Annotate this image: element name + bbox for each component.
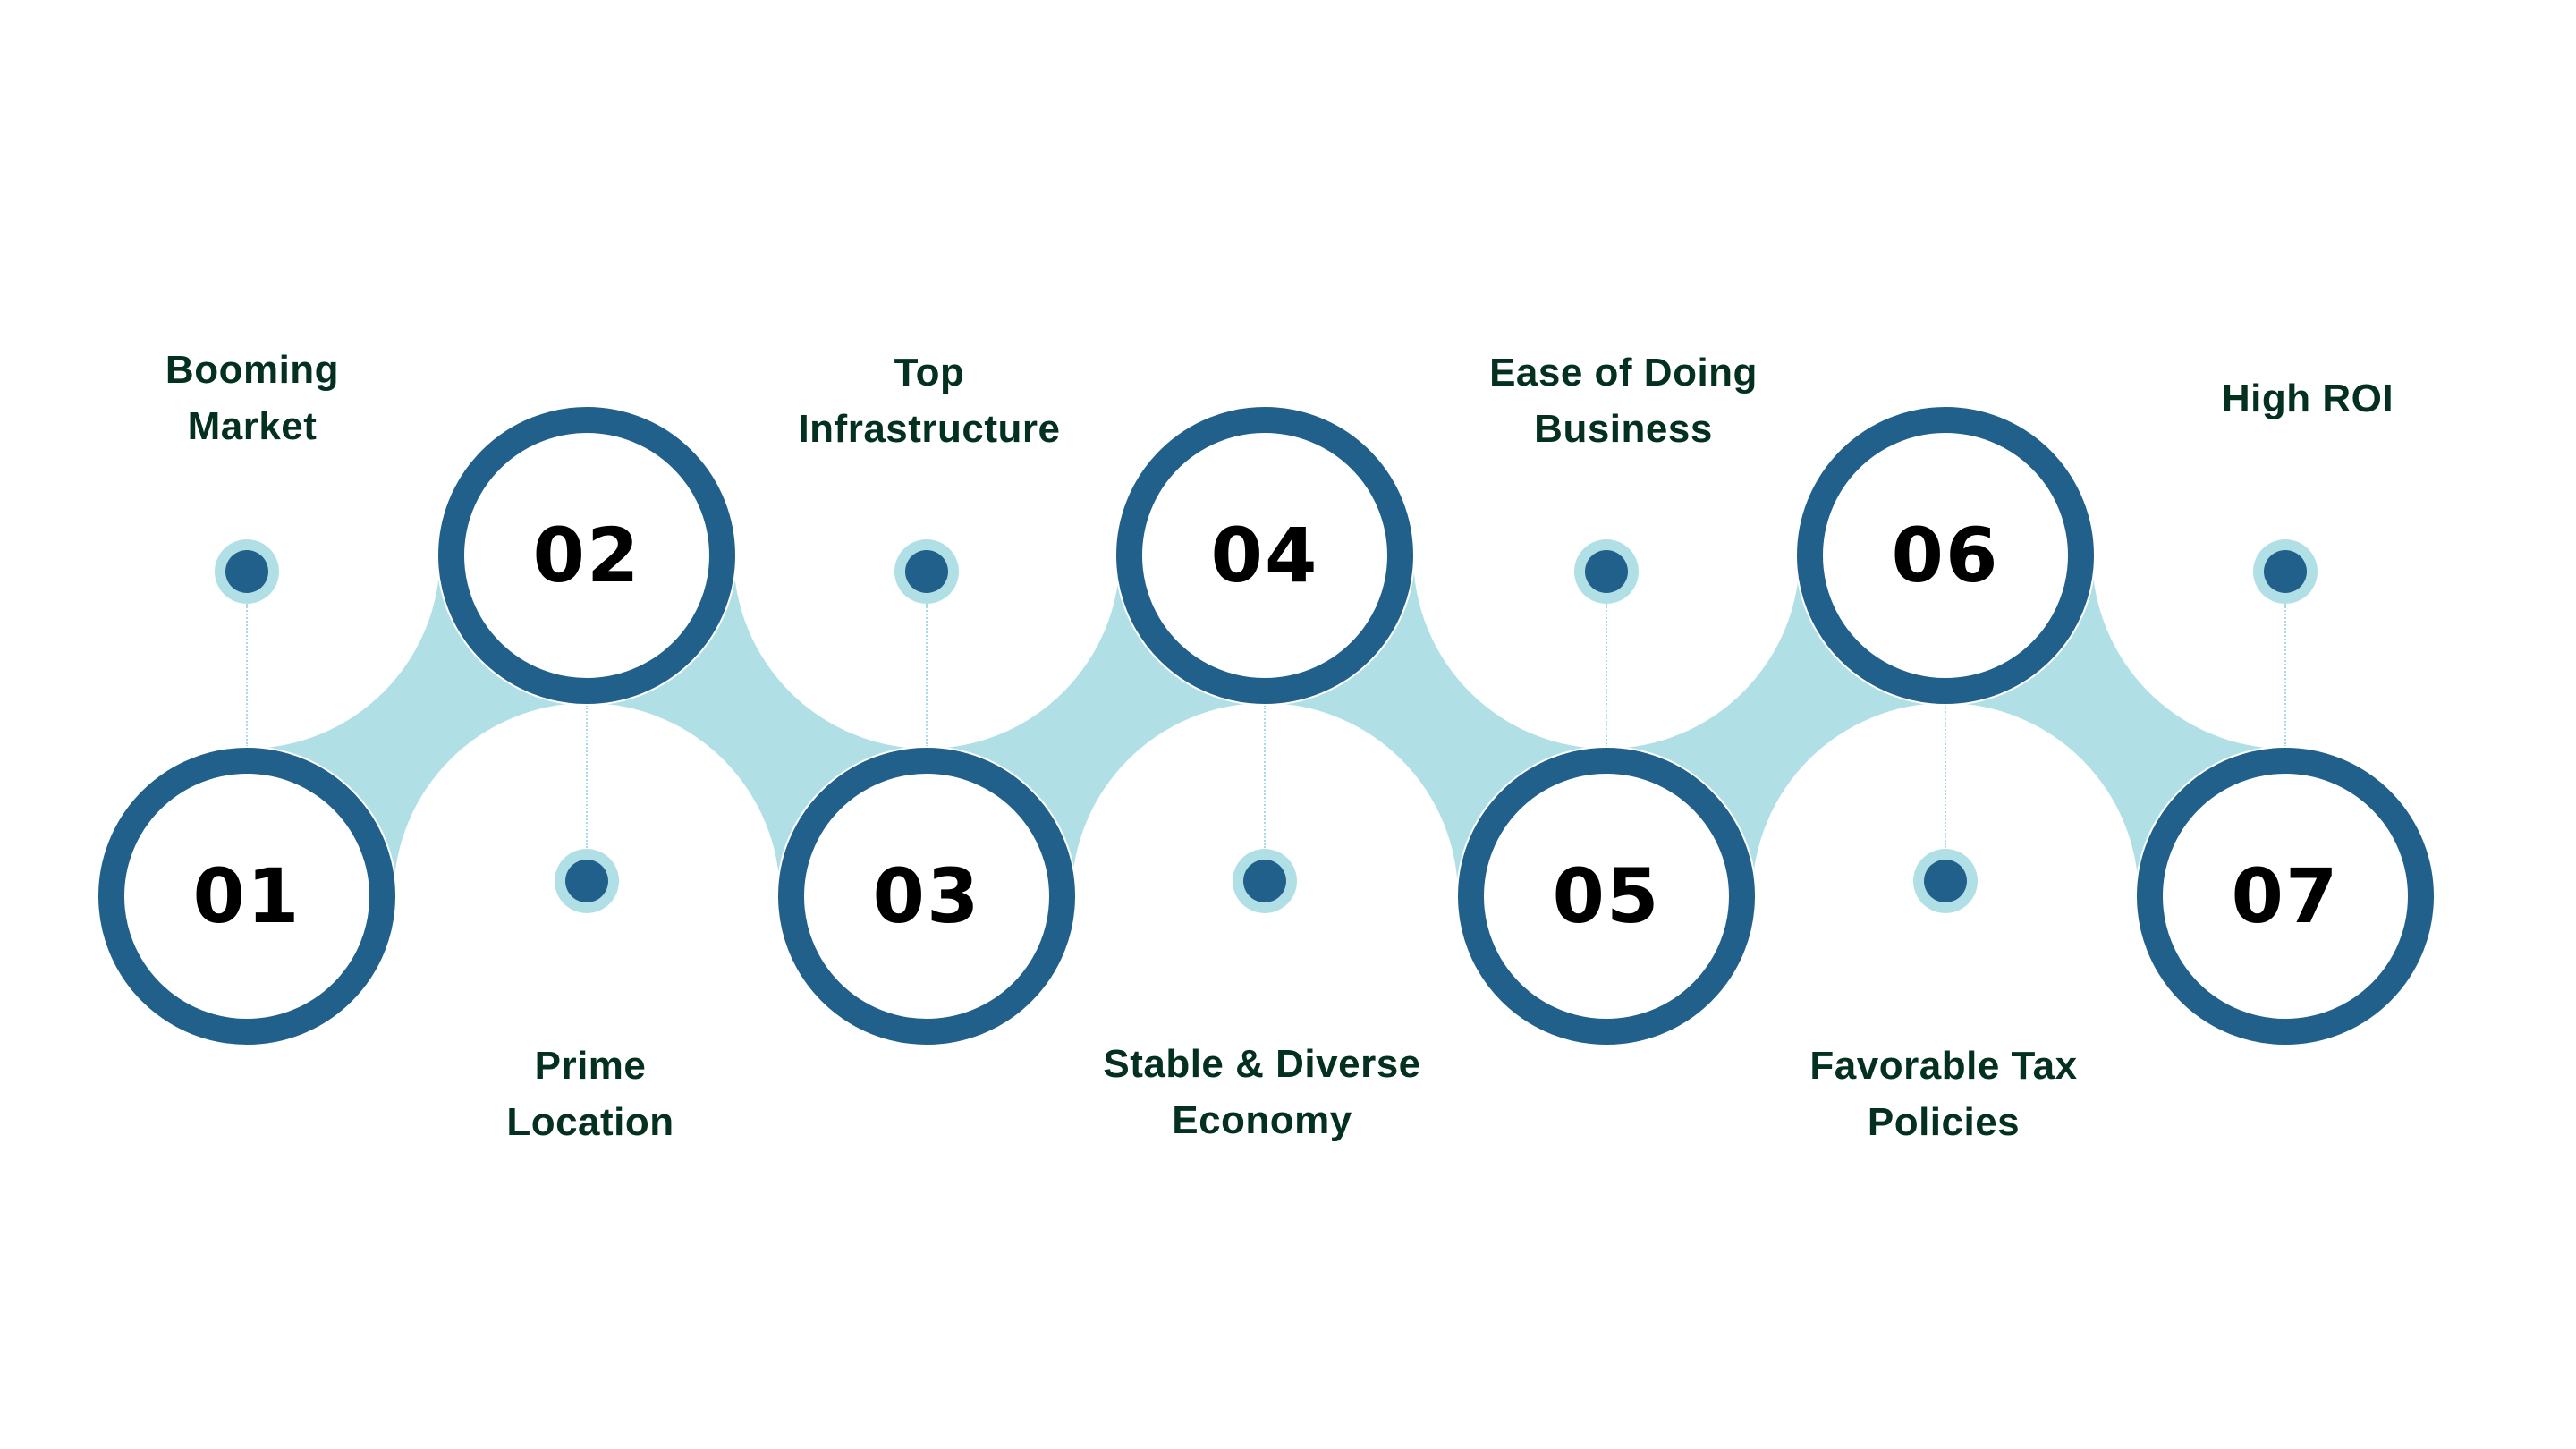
step-circle-05: 05	[1458, 748, 1755, 1045]
marker-dot-center	[1243, 860, 1286, 902]
marker-dot-05	[1574, 539, 1639, 604]
step-number: 02	[532, 512, 641, 599]
label-line: Ease of Doing	[1489, 351, 1758, 394]
step-label-01: Booming Market	[20, 342, 485, 454]
marker-dot-02	[555, 849, 619, 913]
step-number: 06	[1891, 512, 2000, 599]
step-label-07: High ROI	[2075, 370, 2540, 427]
step-circle-07: 07	[2137, 748, 2434, 1045]
connector-line-03	[926, 604, 928, 747]
connector-line-04	[1264, 705, 1266, 848]
label-line: Infrastructure	[798, 407, 1061, 451]
marker-dot-center	[905, 550, 948, 593]
marker-dot-center	[2264, 550, 2307, 593]
label-line: Top	[894, 351, 965, 394]
connector-line-01	[246, 604, 248, 747]
step-circle-03: 03	[778, 748, 1075, 1045]
connector-line-07	[2284, 604, 2286, 747]
marker-dot-06	[1913, 849, 1978, 913]
label-line: Business	[1534, 407, 1713, 451]
label-line: Market	[187, 404, 318, 448]
marker-dot-center	[225, 550, 268, 593]
step-label-05: Ease of Doing Business	[1391, 344, 1856, 457]
label-line: Location	[506, 1100, 674, 1144]
step-number: 03	[872, 852, 981, 940]
marker-dot-01	[215, 539, 279, 604]
label-line: Prime	[534, 1044, 647, 1088]
step-label-03: Top Infrastructure	[697, 344, 1162, 457]
label-line: Economy	[1172, 1098, 1352, 1142]
step-label-04: Stable & Diverse Economy	[1030, 1036, 1495, 1148]
label-line: Favorable Tax	[1809, 1044, 2078, 1088]
marker-dot-07	[2253, 539, 2318, 604]
step-circle-01: 01	[98, 748, 395, 1045]
connector-line-06	[1945, 705, 1946, 848]
label-line: Policies	[1867, 1100, 2021, 1144]
marker-dot-03	[894, 539, 959, 604]
marker-dot-center	[565, 860, 608, 902]
step-label-06: Favorable Tax Policies	[1711, 1038, 2176, 1150]
label-line: Booming	[165, 348, 340, 392]
step-number: 01	[192, 852, 301, 940]
step-number: 04	[1210, 512, 1319, 599]
connector-line-05	[1606, 604, 1607, 747]
step-label-02: Prime Location	[358, 1038, 823, 1150]
label-line: Stable & Diverse	[1103, 1042, 1421, 1086]
connector-line-02	[586, 705, 588, 848]
label-line: High ROI	[2221, 377, 2394, 420]
marker-dot-center	[1924, 860, 1967, 902]
step-number: 07	[2231, 852, 2340, 940]
step-number: 05	[1552, 852, 1661, 940]
marker-dot-04	[1233, 849, 1297, 913]
marker-dot-center	[1585, 550, 1628, 593]
